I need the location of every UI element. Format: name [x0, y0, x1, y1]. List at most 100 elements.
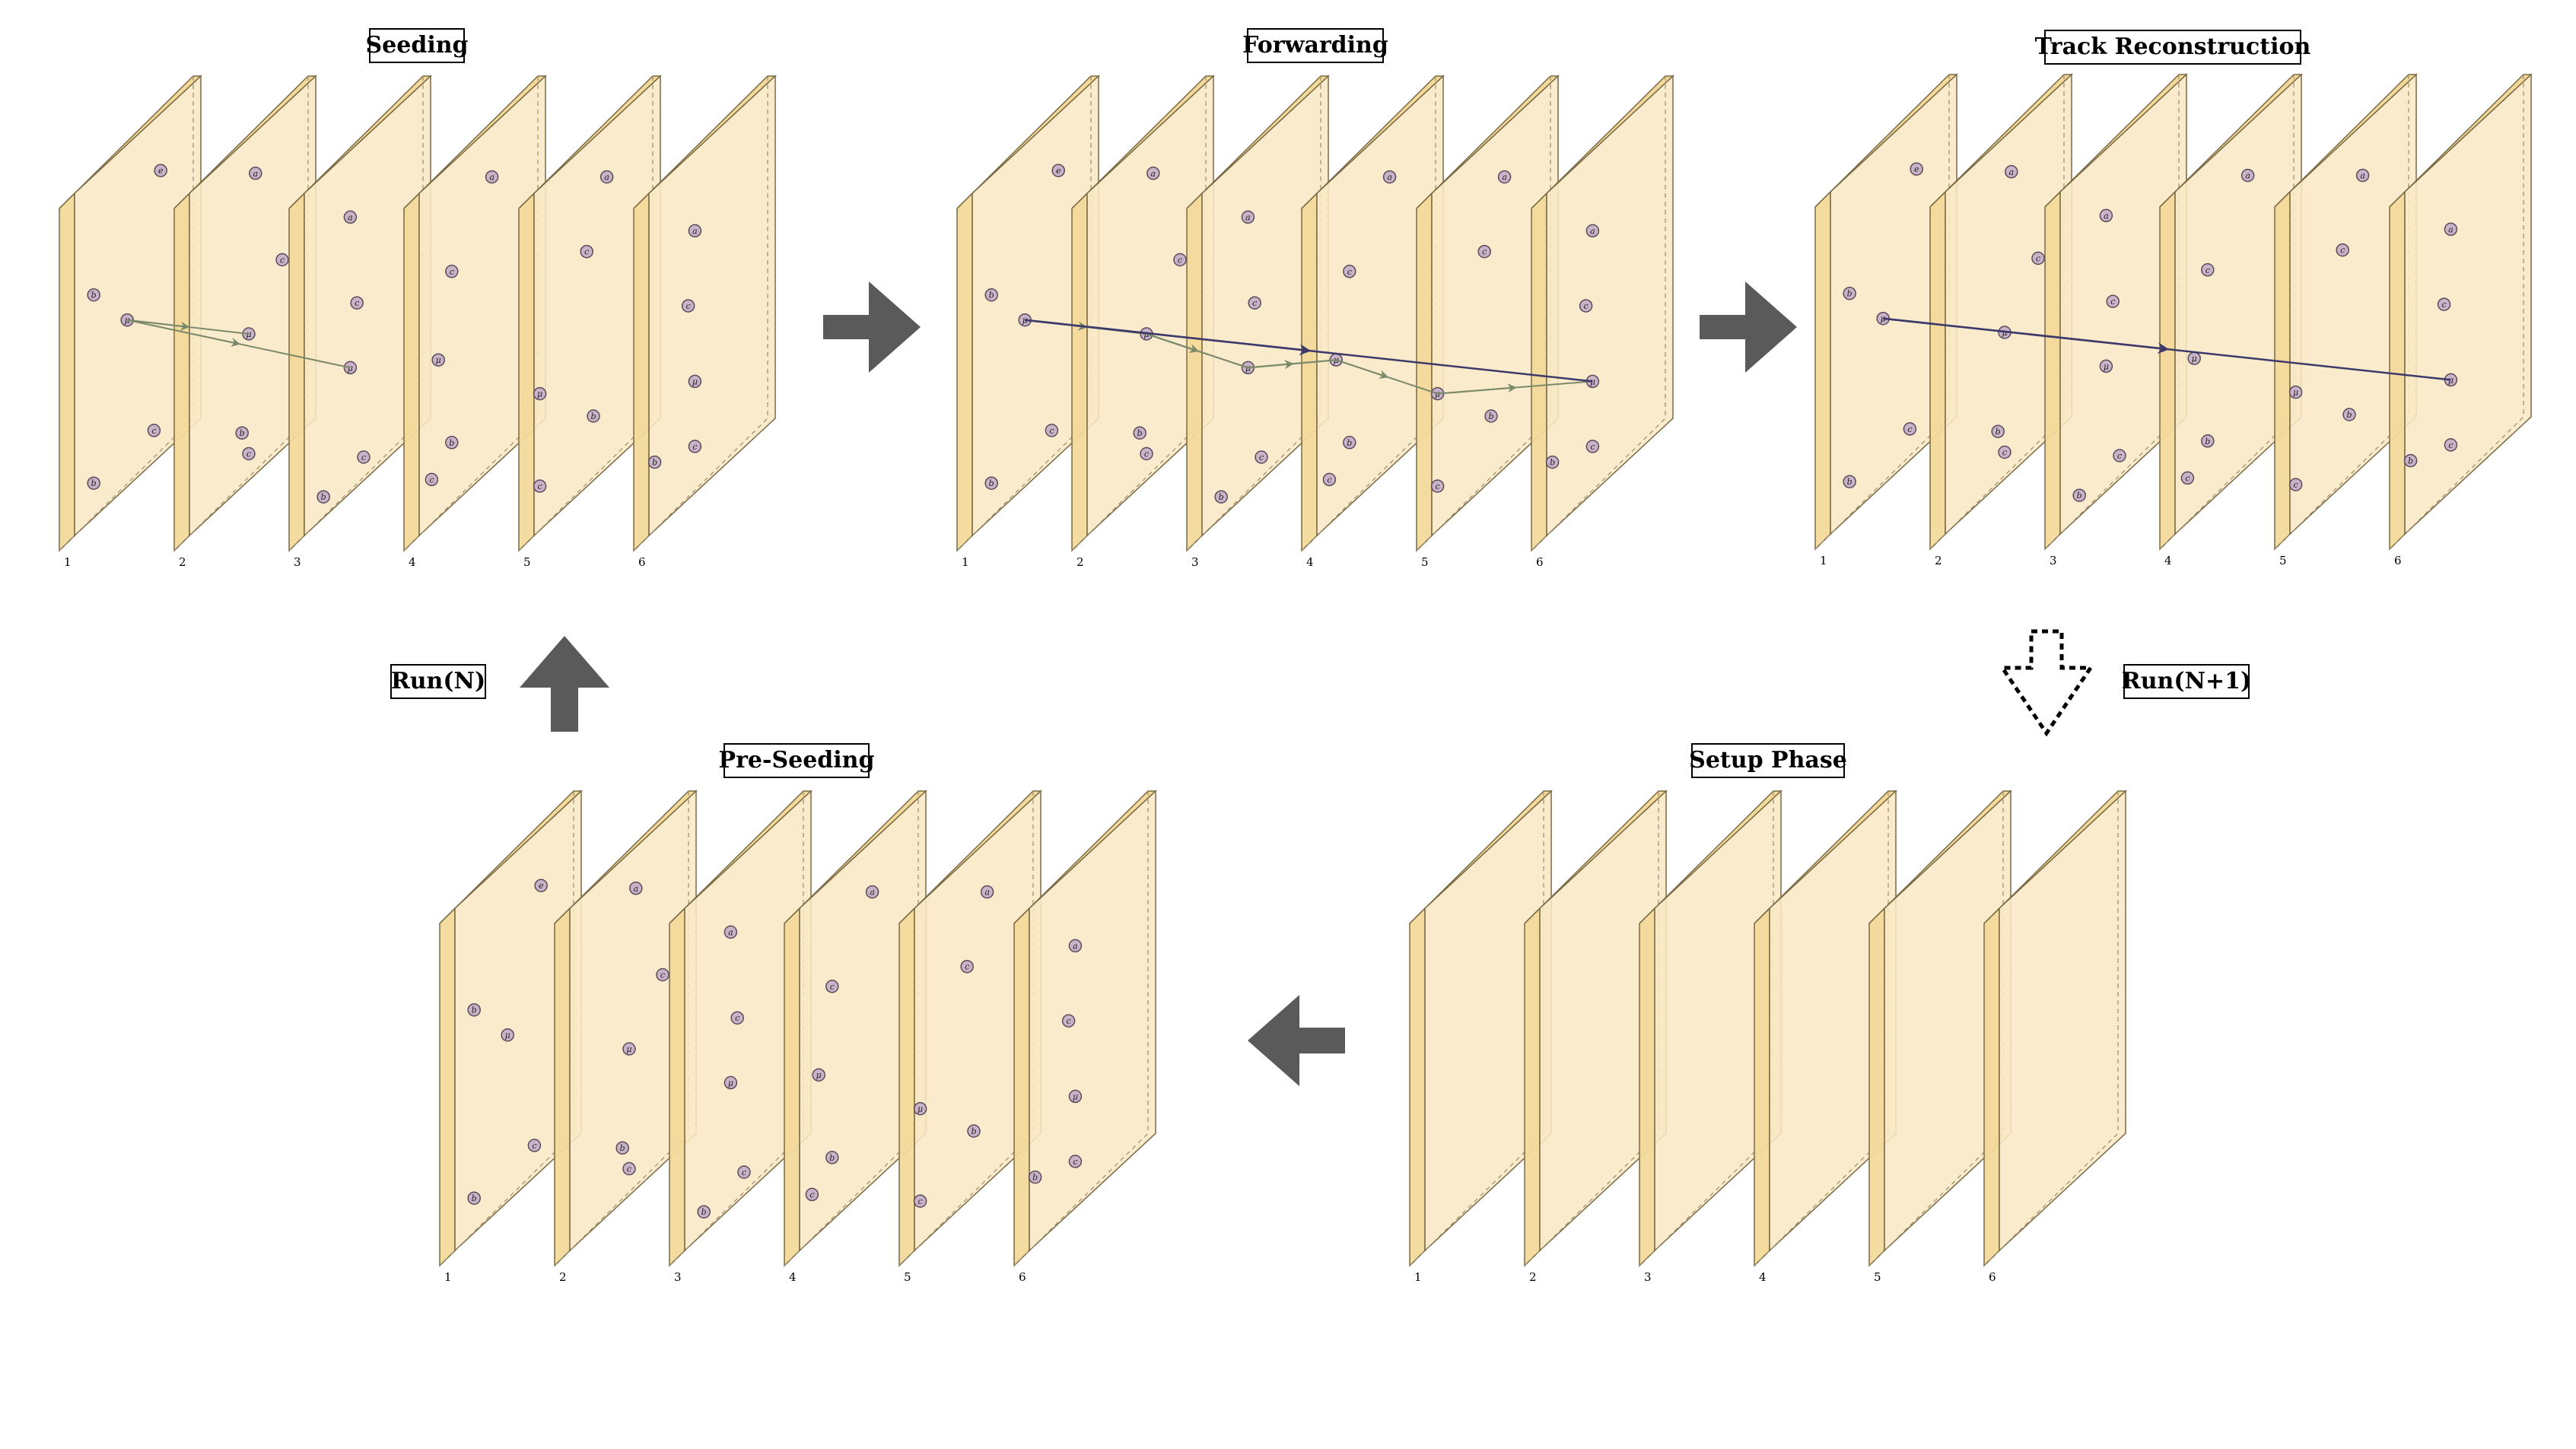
- layer-edge: [1186, 192, 1203, 552]
- hit-marker: c: [1579, 299, 1593, 313]
- layer-edge: [1524, 907, 1541, 1267]
- detector-layer: 4: [1754, 790, 1897, 1284]
- hit-label: b: [1032, 1173, 1038, 1183]
- layer-number: 5: [1874, 1270, 1881, 1284]
- hit-marker: c: [1061, 1014, 1076, 1028]
- svg-text:Run(N): Run(N): [391, 668, 485, 694]
- hit-label: c: [2294, 480, 2298, 490]
- layer-number: 5: [2279, 554, 2287, 567]
- hit-marker: b: [647, 455, 662, 469]
- hit-marker: c: [1430, 479, 1445, 493]
- layer-edge: [1416, 192, 1433, 552]
- hit-marker: c: [622, 1161, 636, 1176]
- hit-marker: a: [980, 885, 994, 899]
- hit-marker: μ: [1068, 1089, 1083, 1104]
- hit-marker: μ: [2288, 385, 2303, 399]
- arrow-left-icon: [1248, 995, 1345, 1086]
- layer-number: 3: [674, 1270, 682, 1284]
- hit-marker: c: [580, 244, 593, 259]
- layer-number: 6: [1989, 1270, 1996, 1284]
- hit-label: b: [472, 1006, 477, 1015]
- hit-marker: a: [485, 170, 499, 184]
- detector-layer: 1: [1409, 790, 1553, 1284]
- hit-label: c: [2117, 451, 2122, 461]
- hit-label: c: [809, 1190, 814, 1200]
- hit-marker: c: [2113, 449, 2126, 462]
- hit-label: b: [971, 1126, 976, 1136]
- hit-label: b: [91, 478, 97, 488]
- hit-label: μ: [436, 355, 441, 365]
- hit-marker: b: [87, 288, 100, 302]
- hit-marker: μ: [724, 1076, 738, 1090]
- layer-number: 1: [1820, 554, 1827, 567]
- hit-marker: c: [913, 1194, 927, 1208]
- layer-edge: [2274, 190, 2291, 551]
- hit-label: a: [1073, 941, 1078, 951]
- hit-label: b: [1847, 477, 1852, 487]
- hit-label: b: [321, 492, 326, 502]
- hit-marker: μ: [622, 1042, 636, 1056]
- hit-marker: c: [1585, 440, 1600, 453]
- hit-marker: e: [154, 164, 167, 177]
- hit-label: a: [2360, 171, 2365, 181]
- hit-marker: c: [2437, 297, 2451, 311]
- hit-marker: μ: [2187, 351, 2201, 365]
- hit-marker: c: [2336, 243, 2349, 257]
- layer-face: [1999, 790, 2126, 1252]
- hit-label: a: [1151, 169, 1156, 179]
- hit-marker: a: [1497, 170, 1512, 184]
- hit-marker: b: [87, 476, 100, 490]
- hit-marker: a: [2005, 165, 2018, 179]
- hit-label: c: [1049, 426, 1054, 436]
- hit-label: c: [429, 475, 434, 485]
- hit-marker: c: [350, 296, 364, 310]
- hit-label: c: [2110, 297, 2115, 307]
- hit-label: c: [742, 1168, 746, 1177]
- hit-marker: a: [249, 167, 262, 180]
- hit-marker: b: [825, 1151, 839, 1165]
- hit-label: μ: [692, 377, 698, 386]
- track-direction-arrow: [1146, 333, 1199, 353]
- hit-marker: c: [1248, 296, 1261, 310]
- hit-marker: b: [2342, 408, 2356, 421]
- hit-label: c: [1073, 1157, 1077, 1167]
- hit-marker: μ: [533, 386, 547, 401]
- layer-edge: [784, 907, 800, 1267]
- layer-number: 4: [1759, 1270, 1767, 1284]
- hit-label: b: [989, 478, 994, 488]
- hit-label: c: [1259, 453, 1264, 462]
- layer-number: 3: [2050, 554, 2057, 567]
- hit-label: c: [1067, 1016, 1071, 1026]
- hit-label: b: [1847, 289, 1852, 299]
- hit-marker: c: [2201, 263, 2215, 277]
- hit-marker: b: [1843, 286, 1856, 300]
- hit-marker: a: [2240, 168, 2255, 183]
- hit-label: μ: [505, 1031, 510, 1041]
- layer-edge: [1409, 907, 1426, 1267]
- layer-edge: [956, 192, 973, 552]
- title-setup-phase: Setup Phase: [1689, 743, 1847, 778]
- layer-edge: [1814, 190, 1831, 551]
- hit-marker: c: [2180, 471, 2195, 485]
- hit-label: μ: [728, 1078, 733, 1088]
- hit-label: e: [539, 881, 544, 891]
- hit-label: c: [830, 982, 835, 992]
- layer-edge: [518, 192, 535, 552]
- svg-text:Track Reconstruction: Track Reconstruction: [2035, 33, 2311, 60]
- hit-label: b: [449, 438, 454, 448]
- run-n-plus-1-label: Run(N+1): [2122, 664, 2251, 699]
- hit-marker: c: [1045, 424, 1059, 437]
- hit-label: b: [240, 428, 245, 438]
- hit-marker: c: [1255, 450, 1268, 464]
- hit-marker: b: [2403, 453, 2418, 468]
- hit-label: c: [538, 481, 542, 491]
- hit-label: μ: [2104, 361, 2109, 371]
- hit-marker: b: [587, 409, 600, 423]
